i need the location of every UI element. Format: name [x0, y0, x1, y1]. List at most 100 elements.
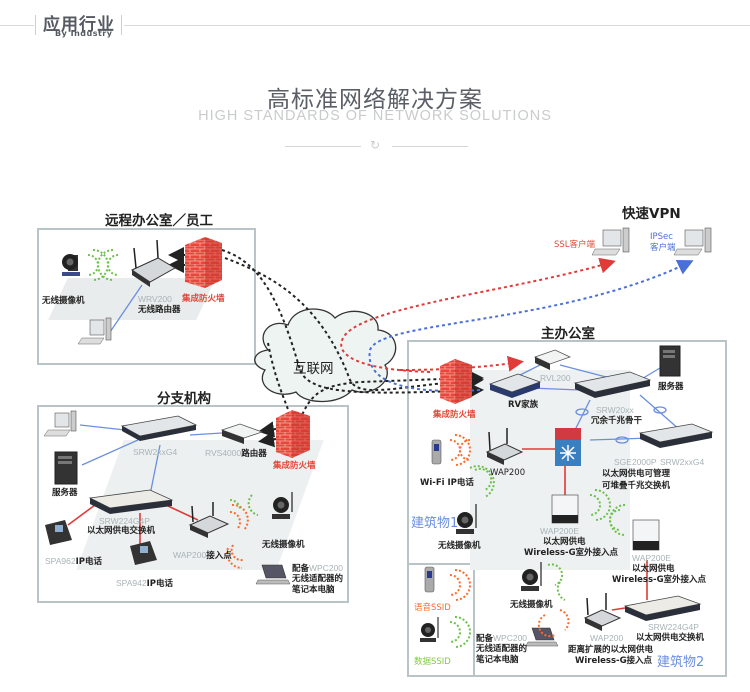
main-wifi-phone — [431, 439, 442, 465]
main-wap200e1-label-1: 以太网供电 — [543, 537, 586, 547]
branch-pc — [43, 410, 77, 437]
header-rule-right — [124, 25, 750, 26]
page-subtitle: HIGH STANDARDS OF NETWORK SOLUTIONS — [198, 108, 552, 124]
main-poe-model: SRW224G4P — [648, 622, 699, 632]
remote-firewall — [185, 237, 222, 288]
section-subtitle: By Industry — [55, 29, 113, 38]
branch-laptop-label-2: 无线适配器的 — [292, 574, 344, 584]
main-camera2-label: 无线摄像机 — [510, 600, 553, 610]
main-laptop-label-3: 笔记本电脑 — [476, 655, 519, 665]
wifi-phone-label: Wi-Fi IP电话 — [420, 478, 474, 488]
internet-label: 互联网 — [293, 361, 334, 377]
link-branch-switch-poe — [149, 444, 161, 496]
main-wap200e2-label-1: 以太网供电 — [632, 564, 675, 574]
link-branch-pc-switch — [79, 424, 126, 431]
main-office-title: 主办公室 — [541, 326, 595, 342]
main-poe-switch — [623, 595, 702, 621]
main-camera-1 — [456, 504, 477, 534]
remote-router-label: 无线路由器 — [138, 305, 181, 315]
branch-firewall-arrow-2 — [258, 431, 277, 448]
header-rule-left — [0, 25, 34, 26]
phone1-model: SPA962 — [45, 556, 76, 566]
main-laptop-label-1: 配备WPC200 — [476, 633, 527, 645]
link-ssl-vpn — [340, 257, 616, 373]
building2-label: 建筑物2 — [657, 655, 705, 670]
ssl-client-pc — [591, 227, 630, 256]
branch-switch — [120, 415, 198, 441]
main-wap2-model: WAP200 — [590, 633, 624, 643]
link-branch-server-switch — [81, 439, 139, 466]
redundancy-loops — [575, 406, 667, 444]
main-core-switch — [573, 371, 652, 398]
branch-phone-1 — [45, 520, 72, 545]
main-rv-router — [488, 373, 542, 398]
main-core-model: SRW20xx — [596, 405, 634, 415]
main-poe-label: 以太网供电交换机 — [636, 633, 705, 643]
main-core-label: 冗余千兆骨干 — [591, 416, 643, 426]
ipsec-client-label-1: IPSec — [650, 232, 673, 242]
branch-router-text: 路由器 — [241, 449, 267, 459]
ipsec-client-pc — [673, 227, 712, 256]
branch-ap-label: WAP200接入点 — [173, 550, 232, 562]
section-title: 应用行业 — [43, 15, 115, 35]
phone2-text: IP电话 — [146, 579, 173, 589]
phone1-text: IP电话 — [75, 557, 102, 567]
branch-router-label: RVS4000路由器 — [205, 448, 267, 460]
main-sge-label-1: 以太网供电可管理 — [602, 469, 671, 479]
link-poe2-wap — [611, 607, 626, 611]
main-srw2xxg4 — [638, 423, 714, 448]
link-main-rvl-core — [559, 364, 611, 379]
remote-office-title: 远程办公室／员工 — [105, 213, 213, 229]
main-rv-label: RV家族 — [508, 400, 539, 410]
branch-phone-2 — [130, 541, 157, 565]
main-firewall-label: 集成防火墙 — [433, 410, 476, 420]
branch-camera — [272, 492, 293, 519]
remote-router-model: WRV200 — [138, 294, 172, 304]
branch-ap-model: WAP200 — [173, 550, 207, 560]
link-remote-router-pc — [107, 284, 143, 336]
link-branch-switch-router — [189, 432, 223, 436]
main-laptop-label-2: 无线适配器的 — [476, 644, 528, 654]
branch-laptop-label-1: 配备WPC200 — [292, 563, 343, 575]
voice-ssid-label: 语音SSID — [414, 603, 451, 613]
branch-laptop-label-3: 笔记本电脑 — [292, 585, 335, 595]
main-rvl-model: RVL200 — [540, 373, 571, 383]
main-wap200e2-model: WAP200E — [632, 553, 671, 563]
ssid-camera — [420, 617, 439, 642]
link-ipsec-vpn — [368, 260, 694, 392]
main-wap200e2-label-2: Wireless-G室外接入点 — [612, 575, 707, 585]
main-laptop-prefix: 配备 — [476, 634, 494, 644]
main-wap200e-1 — [551, 494, 579, 524]
ipsec-client-label-2: 客户端 — [650, 243, 676, 253]
branch-firewall-arrow-1 — [258, 421, 277, 438]
header-bar-right — [121, 15, 122, 35]
phone2-model: SPA942 — [116, 578, 147, 588]
branch-camera-label: 无线摄像机 — [262, 540, 305, 550]
main-camera1-label: 无线摄像机 — [438, 541, 481, 551]
internet-cloud — [254, 308, 397, 403]
branch-laptop-model: WPC200 — [309, 563, 344, 573]
page-title: 高标准网络解决方案 — [267, 87, 483, 113]
building1-block — [470, 370, 630, 570]
header-bar-left — [35, 15, 36, 35]
building1-label: 建筑物1 — [411, 516, 459, 531]
main-sge-model: SGE2000P — [614, 457, 657, 467]
branch-phone1-label: SPA962IP电话 — [45, 556, 102, 568]
main-sge2000p — [555, 428, 581, 466]
branch-poe-label: 以太网供电交换机 — [87, 526, 156, 536]
main-wap2-label-2: Wireless-G接入点 — [575, 656, 653, 666]
vpn-title: 快速VPN — [622, 206, 681, 222]
main-wap200 — [485, 428, 524, 465]
main-server — [659, 345, 681, 377]
link-internet-remote-1 — [224, 257, 484, 392]
branch-laptop — [255, 564, 291, 585]
branch-poe-switch — [88, 489, 174, 514]
remote-camera-label: 无线摄像机 — [42, 296, 85, 306]
main-laptop-model: WPC200 — [493, 633, 528, 643]
branch-firewall — [276, 410, 310, 458]
ornament-rule-left — [285, 146, 361, 147]
main-server-label: 服务器 — [658, 382, 684, 392]
main-wap200-2 — [583, 593, 622, 631]
branch-router-model: RVS4000 — [205, 448, 242, 458]
ssid-phone — [424, 566, 435, 593]
